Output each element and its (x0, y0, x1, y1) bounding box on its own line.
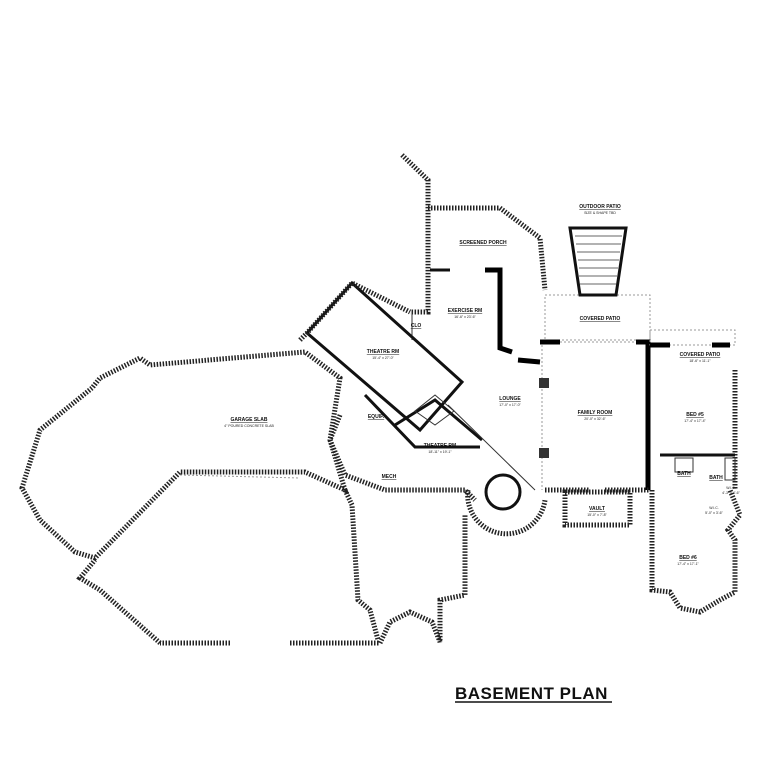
garage-wall-right (342, 488, 381, 641)
lounge-diagonal-wall (447, 404, 536, 491)
wic-b-size: 5'-0" x 3'-6" (705, 511, 723, 515)
screened-porch-wall (400, 153, 431, 315)
family-room-label: FAMILY ROOM (578, 410, 613, 416)
vault-label: VAULT (589, 506, 605, 512)
bath-a-label: BATH (677, 471, 691, 477)
outdoor-patio-label: OUTDOOR PATIO (579, 204, 621, 210)
garage-wall-lower (76, 558, 162, 645)
column (539, 448, 549, 458)
plan-title: BASEMENT PLAN (455, 684, 608, 703)
screened-porch-label: SCREENED PORCH (459, 240, 507, 246)
vault-size: 15'-0" x 7'-8" (587, 513, 607, 517)
theatre-room-lower-size: 18'-11" x 19'-1" (428, 450, 452, 454)
closet-label: CLO (411, 323, 422, 329)
theatre-room-lower-label: THEATRE RM (424, 443, 456, 449)
garage-bay-wall (290, 515, 468, 646)
theatre-room-upper-label: THEATRE RM (367, 349, 399, 355)
bed-5-label: BED #5 (686, 412, 704, 418)
family-room-size: 20'-0" x 32'-6" (584, 417, 606, 421)
bath-b-label: BATH (709, 475, 723, 481)
vault-wall (562, 489, 633, 528)
bed-6-label: BED #6 (679, 555, 697, 561)
covered-patio-2-label: COVERED PATIO (680, 352, 721, 358)
covered-patio-label: COVERED PATIO (580, 316, 621, 322)
outdoor-patio-size: SIZE & SHAPE TBD (584, 211, 616, 215)
mech-label: MECH (382, 474, 397, 480)
exercise-room-label: EXERCISE RM (448, 308, 482, 314)
equip-label: EQUIP. (368, 414, 385, 420)
covered-patio-2-size: 18'-6" x 11'-1" (689, 359, 711, 363)
garage-slab-label: GARAGE SLAB (231, 417, 268, 423)
wic-a-label: W.I.C. (726, 486, 736, 490)
theatre-room-upper-size: 15'-4" x 27'-0" (372, 356, 394, 360)
exercise-room-size: 16'-6" x 23'-6" (454, 315, 476, 319)
lounge-size: 17'-0" x 17'-0" (499, 403, 521, 407)
garage-slab-wall (19, 349, 349, 561)
garage-slab-size: 4" POURED CONCRETE SLAB (224, 424, 274, 428)
wic-a-size: 4'-3" x 4'-6" (722, 491, 740, 495)
lounge-label: LOUNGE (499, 396, 521, 402)
mech-outer-wall (327, 414, 477, 502)
outdoor-patio-shape (568, 226, 628, 297)
porch-outer-wall (428, 205, 548, 291)
bed-6-size: 17'-4" x 17'-1" (677, 562, 699, 566)
column (539, 378, 549, 388)
spiral-stair (484, 473, 522, 511)
garage-door-line (179, 474, 301, 479)
bed-5-size: 17'-4" x 17'-4" (684, 419, 706, 423)
wic-b-label: W.I.C. (709, 506, 719, 510)
